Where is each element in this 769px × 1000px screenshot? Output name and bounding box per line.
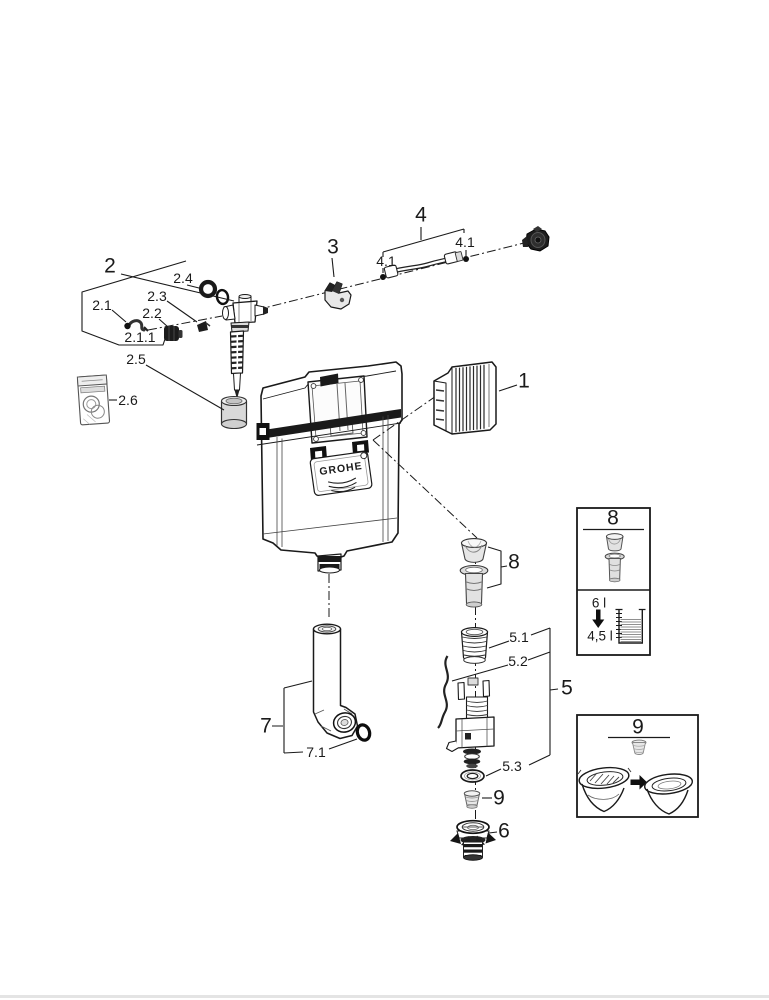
stop-valve-drawing [522, 226, 550, 252]
inset-8-title: 8 [607, 506, 619, 530]
callout-7: 7 [260, 714, 272, 738]
grohe-logo-plate [309, 451, 373, 496]
flush-pipe-drawing [460, 626, 489, 664]
inset-9-title: 9 [632, 715, 644, 739]
lifting-wire-drawing [437, 655, 449, 729]
inlet-small-parts-drawing [124, 279, 230, 341]
callout-5-3: 5.3 [502, 758, 522, 774]
wall-bracket-drawing [324, 281, 352, 310]
outlet-flange-drawing [450, 819, 496, 861]
bowl-arrow-icon [630, 775, 647, 790]
page-bottom-edge [0, 995, 769, 998]
callout-4-1-left: 4.1 [376, 253, 396, 269]
cover-box-drawing [433, 361, 497, 435]
leader-lines [81, 227, 559, 834]
flush-valve-drawing [445, 677, 495, 769]
fill-valve-drawing [220, 294, 268, 430]
callout-2-2: 2.2 [142, 305, 162, 321]
flush-bend-drawing [312, 623, 359, 740]
callout-4-1-right: 4.1 [455, 234, 475, 250]
service-bag-drawing [76, 374, 111, 426]
inlet-hose-drawing [380, 251, 469, 280]
callout-2-1-1: 2.1.1 [124, 329, 156, 345]
oring-drawing [355, 723, 372, 742]
inset-flush-volume-box [576, 507, 651, 656]
callout-7-1: 7.1 [306, 744, 326, 760]
callout-3: 3 [327, 235, 339, 259]
callout-2: 2 [104, 254, 116, 278]
rimmed-bowl-drawing [577, 766, 632, 813]
callout-2-5: 2.5 [126, 351, 146, 367]
callout-2-3: 2.3 [147, 288, 167, 304]
callout-5-2: 5.2 [508, 653, 528, 669]
callout-9: 9 [493, 786, 505, 810]
cistern-drawing [256, 361, 403, 574]
callout-5: 5 [561, 676, 573, 700]
callout-4: 4 [415, 203, 427, 227]
callout-2-6: 2.6 [118, 392, 138, 408]
inset-8-volume-after: 4,5 l [587, 628, 613, 644]
hose-seal-right [463, 256, 469, 262]
callout-5-1: 5.1 [509, 629, 529, 645]
callout-2-1: 2.1 [92, 297, 112, 313]
volume-down-arrow-icon [592, 609, 605, 628]
tank-gauge-icon [615, 608, 646, 644]
callout-2-4: 2.4 [173, 270, 193, 286]
hose-seal-left [380, 274, 386, 280]
reducer-funnel-drawing [463, 790, 481, 809]
callout-8: 8 [508, 550, 520, 574]
callout-1: 1 [518, 369, 530, 393]
inset-8-volume-before: 6 l [591, 595, 607, 611]
flush-seat-kit-drawing [459, 538, 489, 608]
inset-bowl-types-box [576, 714, 699, 818]
rimless-bowl-drawing [643, 773, 694, 815]
callout-6: 6 [498, 819, 510, 843]
outlet-seal-drawing [460, 769, 485, 783]
